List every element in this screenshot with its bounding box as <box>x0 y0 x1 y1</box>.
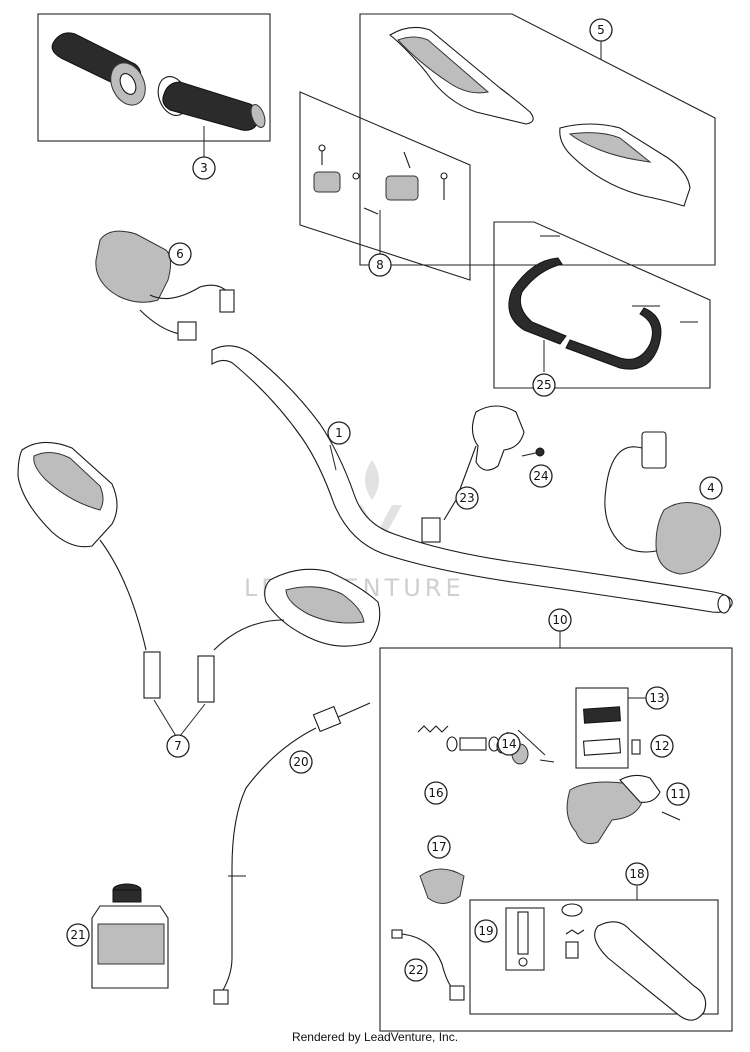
spring-16[interactable] <box>417 725 508 754</box>
hot-start-switch[interactable] <box>421 405 525 543</box>
svg-text:18: 18 <box>629 867 644 881</box>
footer-credit: Rendered by LeadVenture, Inc. <box>291 1030 459 1044</box>
clutch-master-box <box>379 647 733 1032</box>
callout-7[interactable]: 7 <box>166 734 190 758</box>
callout-14[interactable]: 14 <box>497 732 521 756</box>
handguard-box <box>359 13 716 266</box>
callout-1[interactable]: 1 <box>327 421 351 445</box>
adjuster-box <box>505 907 545 971</box>
svg-text:20: 20 <box>293 755 308 769</box>
svg-text:5: 5 <box>597 23 605 37</box>
callout-25[interactable]: 25 <box>532 373 556 397</box>
reservoir-cover[interactable] <box>582 706 622 756</box>
grip-box <box>37 13 271 142</box>
callout-16[interactable]: 16 <box>424 781 448 805</box>
callout-3[interactable]: 3 <box>192 156 216 180</box>
svg-text:12: 12 <box>654 739 669 753</box>
callout-4[interactable]: 4 <box>699 476 723 500</box>
svg-text:22: 22 <box>408 963 423 977</box>
grip-left[interactable] <box>51 32 152 111</box>
fluid-bottle[interactable] <box>91 883 169 989</box>
callout-8[interactable]: 8 <box>368 253 392 277</box>
mirror-left[interactable] <box>17 441 161 699</box>
lever-box <box>469 899 719 1015</box>
callout-13[interactable]: 13 <box>645 686 669 710</box>
mounting-kit-box <box>299 91 471 281</box>
svg-text:6: 6 <box>176 247 184 261</box>
mounting-kit-parts[interactable] <box>313 144 448 215</box>
callout-5[interactable]: 5 <box>589 18 613 42</box>
master-cylinder-body[interactable] <box>566 774 661 845</box>
clutch-line[interactable] <box>213 702 371 1005</box>
svg-text:24: 24 <box>533 469 548 483</box>
svg-text:4: 4 <box>707 481 715 495</box>
callout-24[interactable]: 24 <box>529 464 553 488</box>
svg-text:13: 13 <box>649 691 664 705</box>
callout-20[interactable]: 20 <box>289 750 313 774</box>
svg-text:7: 7 <box>174 739 182 753</box>
pin-11[interactable] <box>661 811 681 821</box>
handguard-left[interactable] <box>389 26 534 125</box>
callout-23[interactable]: 23 <box>455 486 479 510</box>
svg-text:19: 19 <box>478 924 493 938</box>
pin-12[interactable] <box>631 739 641 755</box>
svg-text:1: 1 <box>335 426 343 440</box>
svg-text:14: 14 <box>501 737 516 751</box>
callout-19[interactable]: 19 <box>474 919 498 943</box>
clutch-switch-22[interactable] <box>391 929 465 1001</box>
clamp-17[interactable] <box>419 868 465 904</box>
handlebar[interactable] <box>211 345 733 614</box>
svg-text:23: 23 <box>459 491 474 505</box>
callout-12[interactable]: 12 <box>650 734 674 758</box>
grip-right[interactable] <box>153 72 268 131</box>
callout-6[interactable]: 6 <box>168 242 192 266</box>
clutch-lever[interactable] <box>561 903 707 1021</box>
cover-box <box>575 687 629 769</box>
adjuster-19[interactable] <box>517 911 529 967</box>
svg-text:25: 25 <box>536 378 551 392</box>
handguard-bracket-box <box>493 221 711 389</box>
svg-text:8: 8 <box>376 258 384 272</box>
callout-21[interactable]: 21 <box>66 923 90 947</box>
handguard-brackets[interactable] <box>508 235 698 370</box>
callout-10[interactable]: 10 <box>548 608 572 632</box>
callout-18[interactable]: 18 <box>625 862 649 886</box>
callout-22[interactable]: 22 <box>404 958 428 982</box>
right-switch[interactable] <box>604 431 722 575</box>
screw-24[interactable] <box>521 447 545 457</box>
svg-text:3: 3 <box>200 161 208 175</box>
callout-17[interactable]: 17 <box>427 835 451 859</box>
handguard-right[interactable] <box>559 123 691 207</box>
left-switch[interactable] <box>95 230 235 341</box>
svg-text:10: 10 <box>552 613 567 627</box>
mirror-right[interactable] <box>197 568 381 703</box>
svg-text:11: 11 <box>670 787 685 801</box>
svg-text:17: 17 <box>431 840 446 854</box>
callout-11[interactable]: 11 <box>666 782 690 806</box>
svg-text:21: 21 <box>70 928 85 942</box>
svg-text:16: 16 <box>428 786 443 800</box>
